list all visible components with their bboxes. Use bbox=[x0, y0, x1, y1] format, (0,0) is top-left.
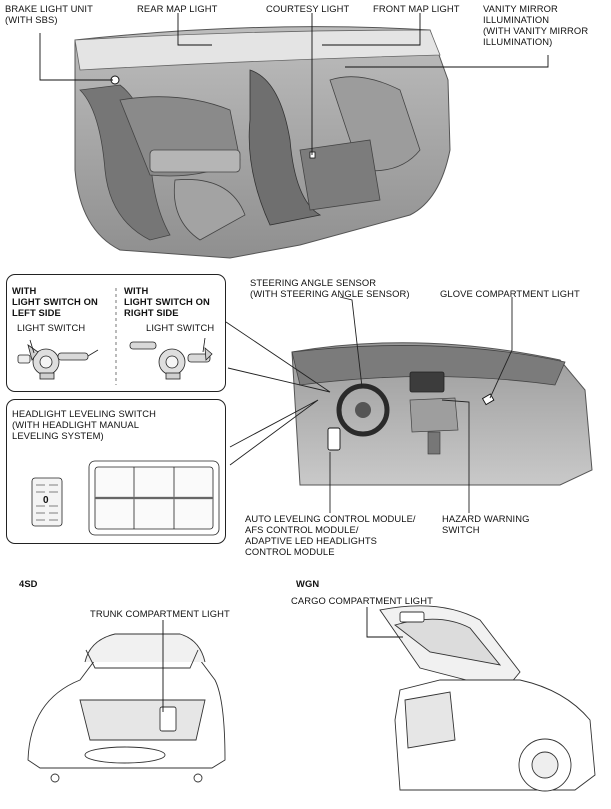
label-front-map-light: FRONT MAP LIGHT bbox=[373, 3, 460, 14]
heading-left-side-switch: WITH LIGHT SWITCH ON LEFT SIDE bbox=[12, 285, 98, 318]
label-auto-leveling-control-module: AUTO LEVELING CONTROL MODULE/ AFS CONTRO… bbox=[245, 513, 416, 557]
label-hazard-warning-switch: HAZARD WARNING SWITCH bbox=[442, 513, 530, 535]
label-glove-compartment-light: GLOVE COMPARTMENT LIGHT bbox=[440, 288, 580, 299]
label-light-switch-right: LIGHT SWITCH bbox=[146, 322, 214, 333]
label-light-switch-left: LIGHT SWITCH bbox=[17, 322, 85, 333]
label-steering-angle-sensor: STEERING ANGLE SENSOR (WITH STEERING ANG… bbox=[250, 277, 410, 299]
leveling-dial-value: 0 bbox=[43, 495, 49, 506]
heading-leveling-switch: HEADLIGHT LEVELING SWITCH (WITH HEADLIGH… bbox=[12, 408, 156, 441]
label-trunk-compartment-light: TRUNK COMPARTMENT LIGHT bbox=[90, 608, 230, 619]
label-courtesy-light: COURTESY LIGHT bbox=[266, 3, 349, 14]
label-brake-light-unit: BRAKE LIGHT UNIT (WITH SBS) bbox=[5, 3, 93, 25]
dashboard-illustration bbox=[292, 343, 592, 485]
sedan-rear-illustration bbox=[28, 634, 225, 782]
wagon-rear-illustration bbox=[380, 606, 595, 791]
cabin-interior-illustration bbox=[75, 27, 450, 258]
heading-right-side-switch: WITH LIGHT SWITCH ON RIGHT SIDE bbox=[124, 285, 210, 318]
tag-wagon: WGN bbox=[296, 578, 319, 589]
label-vanity-mirror-illumination: VANITY MIRROR ILLUMINATION (WITH VANITY … bbox=[483, 3, 588, 47]
label-rear-map-light: REAR MAP LIGHT bbox=[137, 3, 217, 14]
tag-sedan: 4SD bbox=[19, 578, 38, 589]
label-cargo-compartment-light: CARGO COMPARTMENT LIGHT bbox=[291, 595, 433, 606]
